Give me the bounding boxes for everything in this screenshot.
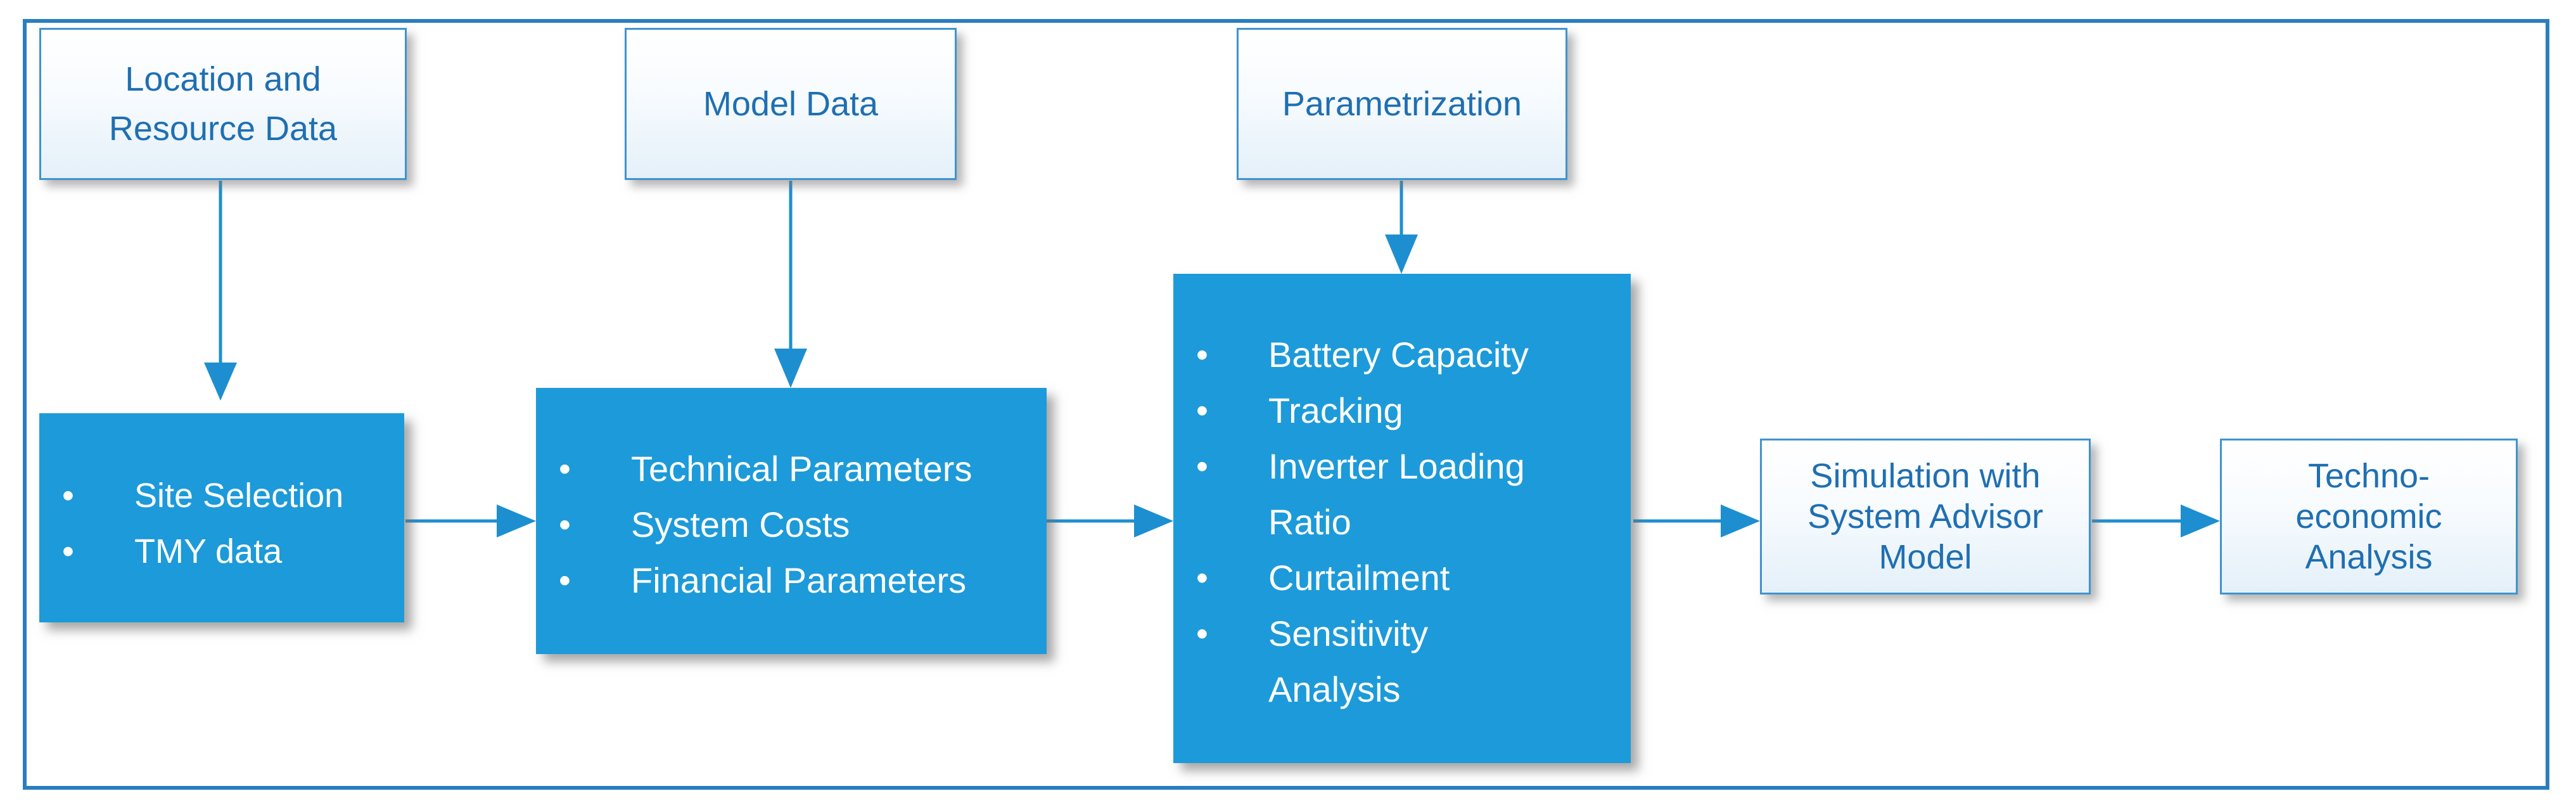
model-parameters-list: Technical Parameters System Costs Financ… [536,441,1047,608]
simulation-box: Simulation with System Advisor Model [1760,439,2091,595]
simulation-line-1: Simulation with [1810,457,2041,495]
location-resource-data-box: Location and Resource Data [39,28,407,180]
list-item: Site Selection [39,468,404,524]
arrow-simulation-to-techno [2092,505,2220,537]
list-item: Sensitivity [1173,606,1631,662]
model-data-label: Model Data [703,85,879,123]
arrow-site-to-model [405,505,536,537]
simulation-label: Simulation with System Advisor Model [1762,456,2089,577]
list-item: Curtailment [1173,550,1631,606]
list-item-continuation: Analysis [1268,669,1401,709]
simulation-line-2: System Advisor [1807,498,2044,536]
list-item: Inverter Loading [1173,439,1631,494]
parametrization-box: Parametrization [1237,28,1567,180]
arrow-parametrization-to-param [1385,181,1418,274]
list-item: System Costs [536,497,1047,553]
arrow-model-to-param [1047,505,1173,537]
list-item: Tracking [1173,383,1631,439]
list-item-continuation: Ratio [1268,502,1351,542]
list-item: Technical Parameters [536,441,1047,497]
model-data-box: Model Data [625,28,957,180]
parametrization-steps-list: Battery Capacity Tracking Inverter Loadi… [1173,327,1631,717]
diagram-frame [23,19,2549,790]
techno-line-3: Analysis [2305,538,2433,576]
location-line-1: Location and [125,60,321,98]
simulation-line-3: Model [1878,538,1972,576]
arrow-modeldata-to-model [774,181,807,388]
arrow-location-to-site [204,181,237,401]
list-item: Financial Parameters [536,553,1047,608]
techno-line-1: Techno- [2307,457,2430,495]
location-resource-data-label: Location and Resource Data [41,55,405,153]
parametrization-steps-box: Battery Capacity Tracking Inverter Loadi… [1173,274,1631,763]
list-item: Battery Capacity [1173,327,1631,383]
model-parameters-box: Technical Parameters System Costs Financ… [536,388,1047,654]
parametrization-label: Parametrization [1282,85,1522,123]
list-item: TMY data [39,524,404,579]
location-line-2: Resource Data [108,110,338,148]
arrow-param-to-simulation [1633,505,1760,537]
techno-economic-label: Techno- economic Analysis [2222,456,2516,577]
site-selection-box: Site Selection TMY data [39,413,404,622]
site-selection-list: Site Selection TMY data [39,468,404,579]
techno-line-2: economic [2295,498,2442,536]
techno-economic-box: Techno- economic Analysis [2220,439,2518,595]
